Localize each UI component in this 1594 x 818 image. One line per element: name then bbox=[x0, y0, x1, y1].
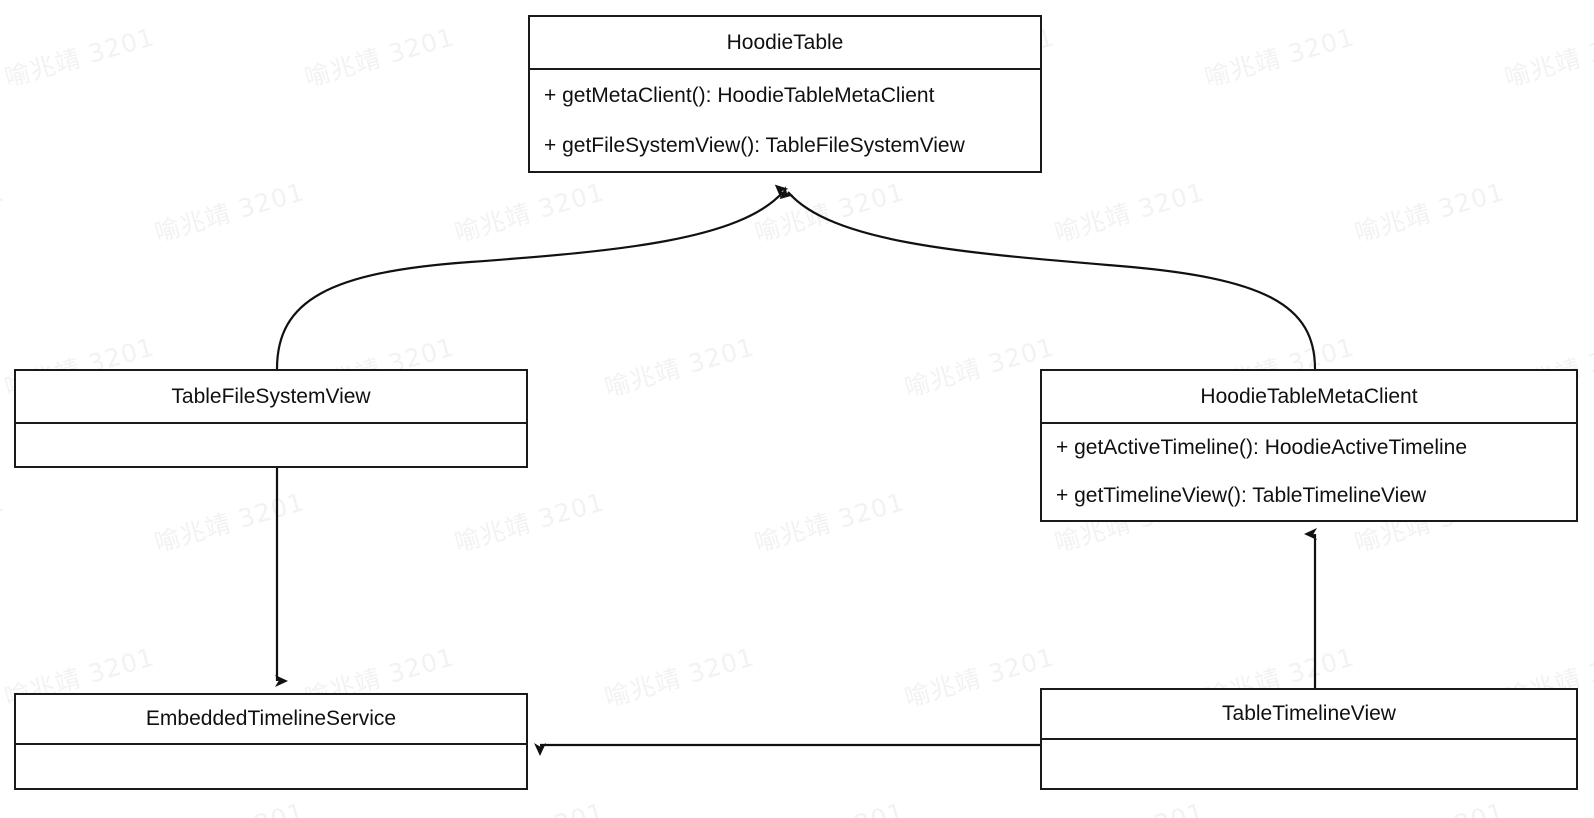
class-member: + getTimelineView(): TableTimelineView bbox=[1056, 484, 1427, 508]
class-members-tabletimelineview bbox=[1042, 740, 1576, 788]
class-name-tabletimelineview: TableTimelineView bbox=[1042, 690, 1576, 740]
watermark-text: 喻兆靖 3201 bbox=[1, 22, 158, 93]
class-members-embeddedtimelineservice bbox=[16, 745, 526, 788]
watermark-text: 喻兆靖 3201 bbox=[750, 792, 909, 818]
watermark-text: 喻兆靖 3201 bbox=[150, 792, 309, 818]
watermark-text: 喻兆靖 3201 bbox=[0, 177, 8, 247]
class-member: + getMetaClient(): HoodieTableMetaClient bbox=[544, 83, 935, 107]
watermark-text: 喻兆靖 3201 bbox=[901, 642, 1058, 713]
class-box-tabletimelineview[interactable]: TableTimelineView bbox=[1040, 688, 1578, 790]
watermark-text: 喻兆靖 3201 bbox=[751, 487, 908, 558]
class-name-hoodietablemetaclient: HoodieTableMetaClient bbox=[1042, 371, 1576, 424]
class-members-tablefilesystemview bbox=[16, 424, 526, 466]
class-box-hoodietable[interactable]: HoodieTable + getMetaClient(): HoodieTab… bbox=[528, 15, 1042, 173]
class-name-tablefilesystemview: TableFileSystemView bbox=[16, 371, 526, 424]
class-name-embeddedtimelineservice: EmbeddedTimelineService bbox=[16, 695, 526, 745]
watermark-text: 喻兆靖 3201 bbox=[151, 177, 308, 248]
edge-hoodietablemetaclient-to-hoodietable bbox=[779, 186, 1317, 370]
watermark-text: 喻兆靖 3201 bbox=[1501, 22, 1594, 93]
watermark-text: 喻兆靖 3201 bbox=[1051, 177, 1208, 248]
class-member: + getActiveTimeline(): HoodieActiveTimel… bbox=[1056, 436, 1468, 460]
watermark-text: 喻兆靖 3201 bbox=[0, 792, 9, 818]
watermark-text: 喻兆靖 3201 bbox=[1201, 22, 1358, 93]
class-name-hoodietable: HoodieTable bbox=[530, 17, 1040, 70]
watermark-text: 喻兆靖 3201 bbox=[451, 177, 608, 248]
class-box-hoodietablemetaclient[interactable]: HoodieTableMetaClient + getActiveTimelin… bbox=[1040, 369, 1578, 522]
watermark-text: 喻兆靖 3201 bbox=[601, 642, 758, 713]
watermark-text: 喻兆靖 3201 bbox=[751, 177, 908, 248]
watermark-text: 喻兆靖 3201 bbox=[451, 487, 608, 558]
class-box-tablefilesystemview[interactable]: TableFileSystemView bbox=[14, 369, 528, 468]
watermark-text: 喻兆靖 3201 bbox=[301, 22, 458, 93]
watermark-text: 喻兆靖 3201 bbox=[901, 332, 1058, 403]
watermark-text: 喻兆靖 3201 bbox=[0, 487, 8, 557]
watermark-text: 喻兆靖 3201 bbox=[450, 792, 609, 818]
watermark-text: 喻兆靖 3201 bbox=[1351, 177, 1508, 248]
class-members-hoodietable: + getMetaClient(): HoodieTableMetaClient… bbox=[530, 70, 1040, 171]
watermark-text: 喻兆靖 3201 bbox=[601, 332, 758, 403]
watermark-text: 喻兆靖 3201 bbox=[1350, 792, 1509, 818]
class-members-hoodietablemetaclient: + getActiveTimeline(): HoodieActiveTimel… bbox=[1042, 424, 1576, 520]
edge-tablefilesystemview-to-hoodietable bbox=[275, 184, 789, 370]
class-box-embeddedtimelineservice[interactable]: EmbeddedTimelineService bbox=[14, 693, 528, 790]
watermark-text: 喻兆靖 3201 bbox=[151, 487, 308, 558]
class-member: + getFileSystemView(): TableFileSystemVi… bbox=[544, 134, 965, 158]
watermark-text: 喻兆靖 3201 bbox=[1050, 792, 1209, 818]
